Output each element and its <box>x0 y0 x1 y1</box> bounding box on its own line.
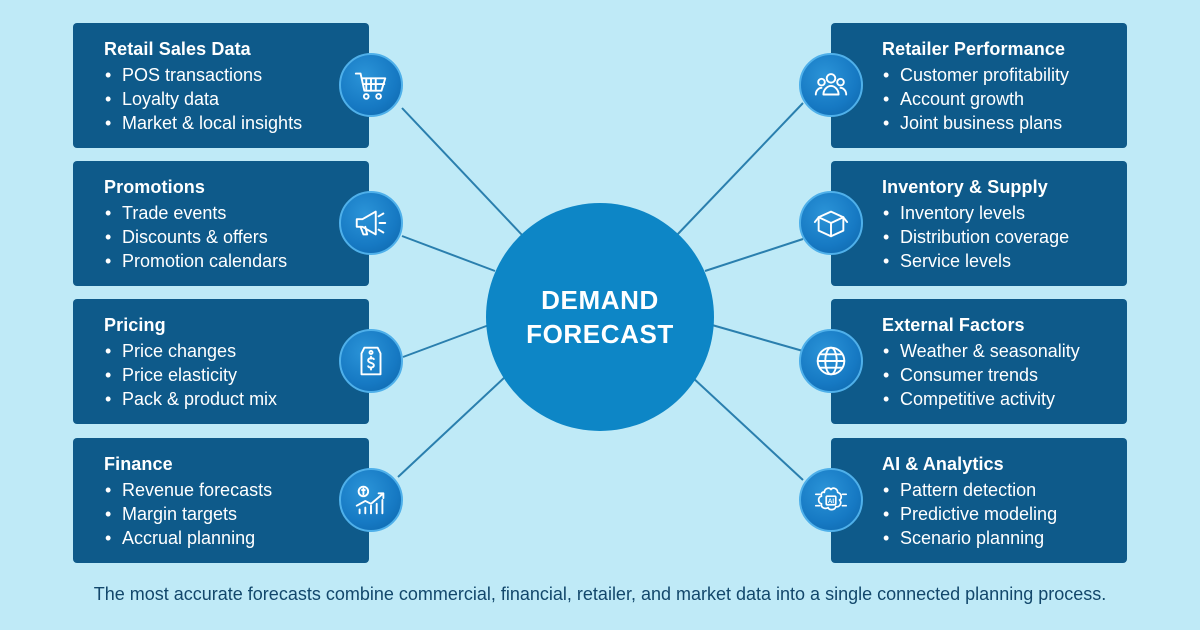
card-title: Finance <box>104 454 173 474</box>
list-item: Weather & seasonality <box>882 339 1127 363</box>
list-item: Margin targets <box>104 502 369 526</box>
list-item: Discounts & offers <box>104 225 369 249</box>
card-retailer-performance: Retailer Performance Customer profitabil… <box>831 23 1127 148</box>
icon-badge <box>799 329 863 393</box>
list-item: Scenario planning <box>882 526 1127 550</box>
list-item: Accrual planning <box>104 526 369 550</box>
connector-line <box>704 238 804 272</box>
list-item: Loyalty data <box>104 87 369 111</box>
list-item: Competitive activity <box>882 387 1127 411</box>
list-item: Price changes <box>104 339 369 363</box>
card-finance: Finance Revenue forecasts Margin targets… <box>73 438 369 563</box>
footer-caption: The most accurate forecasts combine comm… <box>93 584 1107 604</box>
list-item: Price elasticity <box>104 363 369 387</box>
card-list: Customer profitability Account growth Jo… <box>882 63 1127 135</box>
card-list: Inventory levels Distribution coverage S… <box>882 201 1127 273</box>
card-title: External Factors <box>882 315 1025 335</box>
list-item: Market & local insights <box>104 111 369 135</box>
connector-line <box>691 376 804 481</box>
list-item: POS transactions <box>104 63 369 87</box>
list-item: Promotion calendars <box>104 249 369 273</box>
list-item: Consumer trends <box>882 363 1127 387</box>
card-external-factors: External Factors Weather & seasonality C… <box>831 299 1127 424</box>
list-item: Distribution coverage <box>882 225 1127 249</box>
card-list: Revenue forecasts Margin targets Accrual… <box>104 478 369 550</box>
connector-line <box>711 324 804 352</box>
connector-line <box>401 107 524 237</box>
card-inventory-supply: Inventory & Supply Inventory levels Dist… <box>831 161 1127 286</box>
svg-text:AI: AI <box>828 498 834 505</box>
card-list: Pattern detection Predictive modeling Sc… <box>882 478 1127 550</box>
hub-title-line-1: DEMAND <box>541 285 659 315</box>
growth-chart-icon <box>355 485 385 515</box>
icon-badge <box>339 191 403 255</box>
card-promotions: Promotions Trade events Discounts & offe… <box>73 161 369 286</box>
list-item: Customer profitability <box>882 63 1127 87</box>
box-icon <box>813 210 849 238</box>
card-list: POS transactions Loyalty data Market & l… <box>104 63 369 135</box>
list-item: Pattern detection <box>882 478 1127 502</box>
ai-chip-icon: AI <box>814 487 848 511</box>
list-item: Pack & product mix <box>104 387 369 411</box>
list-item: Trade events <box>104 201 369 225</box>
icon-badge <box>339 53 403 117</box>
connector-line <box>675 102 804 237</box>
card-title: Retailer Performance <box>882 39 1066 59</box>
list-item: Service levels <box>882 249 1127 273</box>
card-pricing: Pricing Price changes Price elasticity P… <box>73 299 369 424</box>
card-list: Weather & seasonality Consumer trends Co… <box>882 339 1127 411</box>
icon-badge <box>799 53 863 117</box>
icon-badge: AI <box>799 468 863 532</box>
globe-icon <box>816 346 846 376</box>
shopping-cart-icon <box>354 72 387 100</box>
list-item: Account growth <box>882 87 1127 111</box>
list-item: Predictive modeling <box>882 502 1127 526</box>
card-list: Price changes Price elasticity Pack & pr… <box>104 339 369 411</box>
list-item: Inventory levels <box>882 201 1127 225</box>
card-title: Inventory & Supply <box>882 177 1048 197</box>
connector-line <box>401 235 496 272</box>
card-title: Pricing <box>104 315 166 335</box>
icon-badge <box>799 191 863 255</box>
card-retail-sales-data: Retail Sales Data POS transactions Loyal… <box>73 23 369 148</box>
list-item: Revenue forecasts <box>104 478 369 502</box>
icon-badge <box>339 468 403 532</box>
card-title: Retail Sales Data <box>104 39 251 59</box>
icon-badge <box>339 329 403 393</box>
people-group-icon <box>814 73 848 96</box>
hub-title-line-2: FORECAST <box>526 319 674 349</box>
card-title: AI & Analytics <box>882 454 1004 474</box>
card-ai-analytics: AI & Analytics Pattern detection Predict… <box>831 438 1127 563</box>
connector-line <box>402 324 490 358</box>
price-tag-icon <box>360 346 382 376</box>
card-list: Trade events Discounts & offers Promotio… <box>104 201 369 273</box>
list-item: Joint business plans <box>882 111 1127 135</box>
card-title: Promotions <box>104 177 206 197</box>
megaphone-icon <box>355 210 387 236</box>
demand-forecast-hub: DEMAND FORECAST <box>486 203 714 431</box>
connector-line <box>397 376 506 478</box>
